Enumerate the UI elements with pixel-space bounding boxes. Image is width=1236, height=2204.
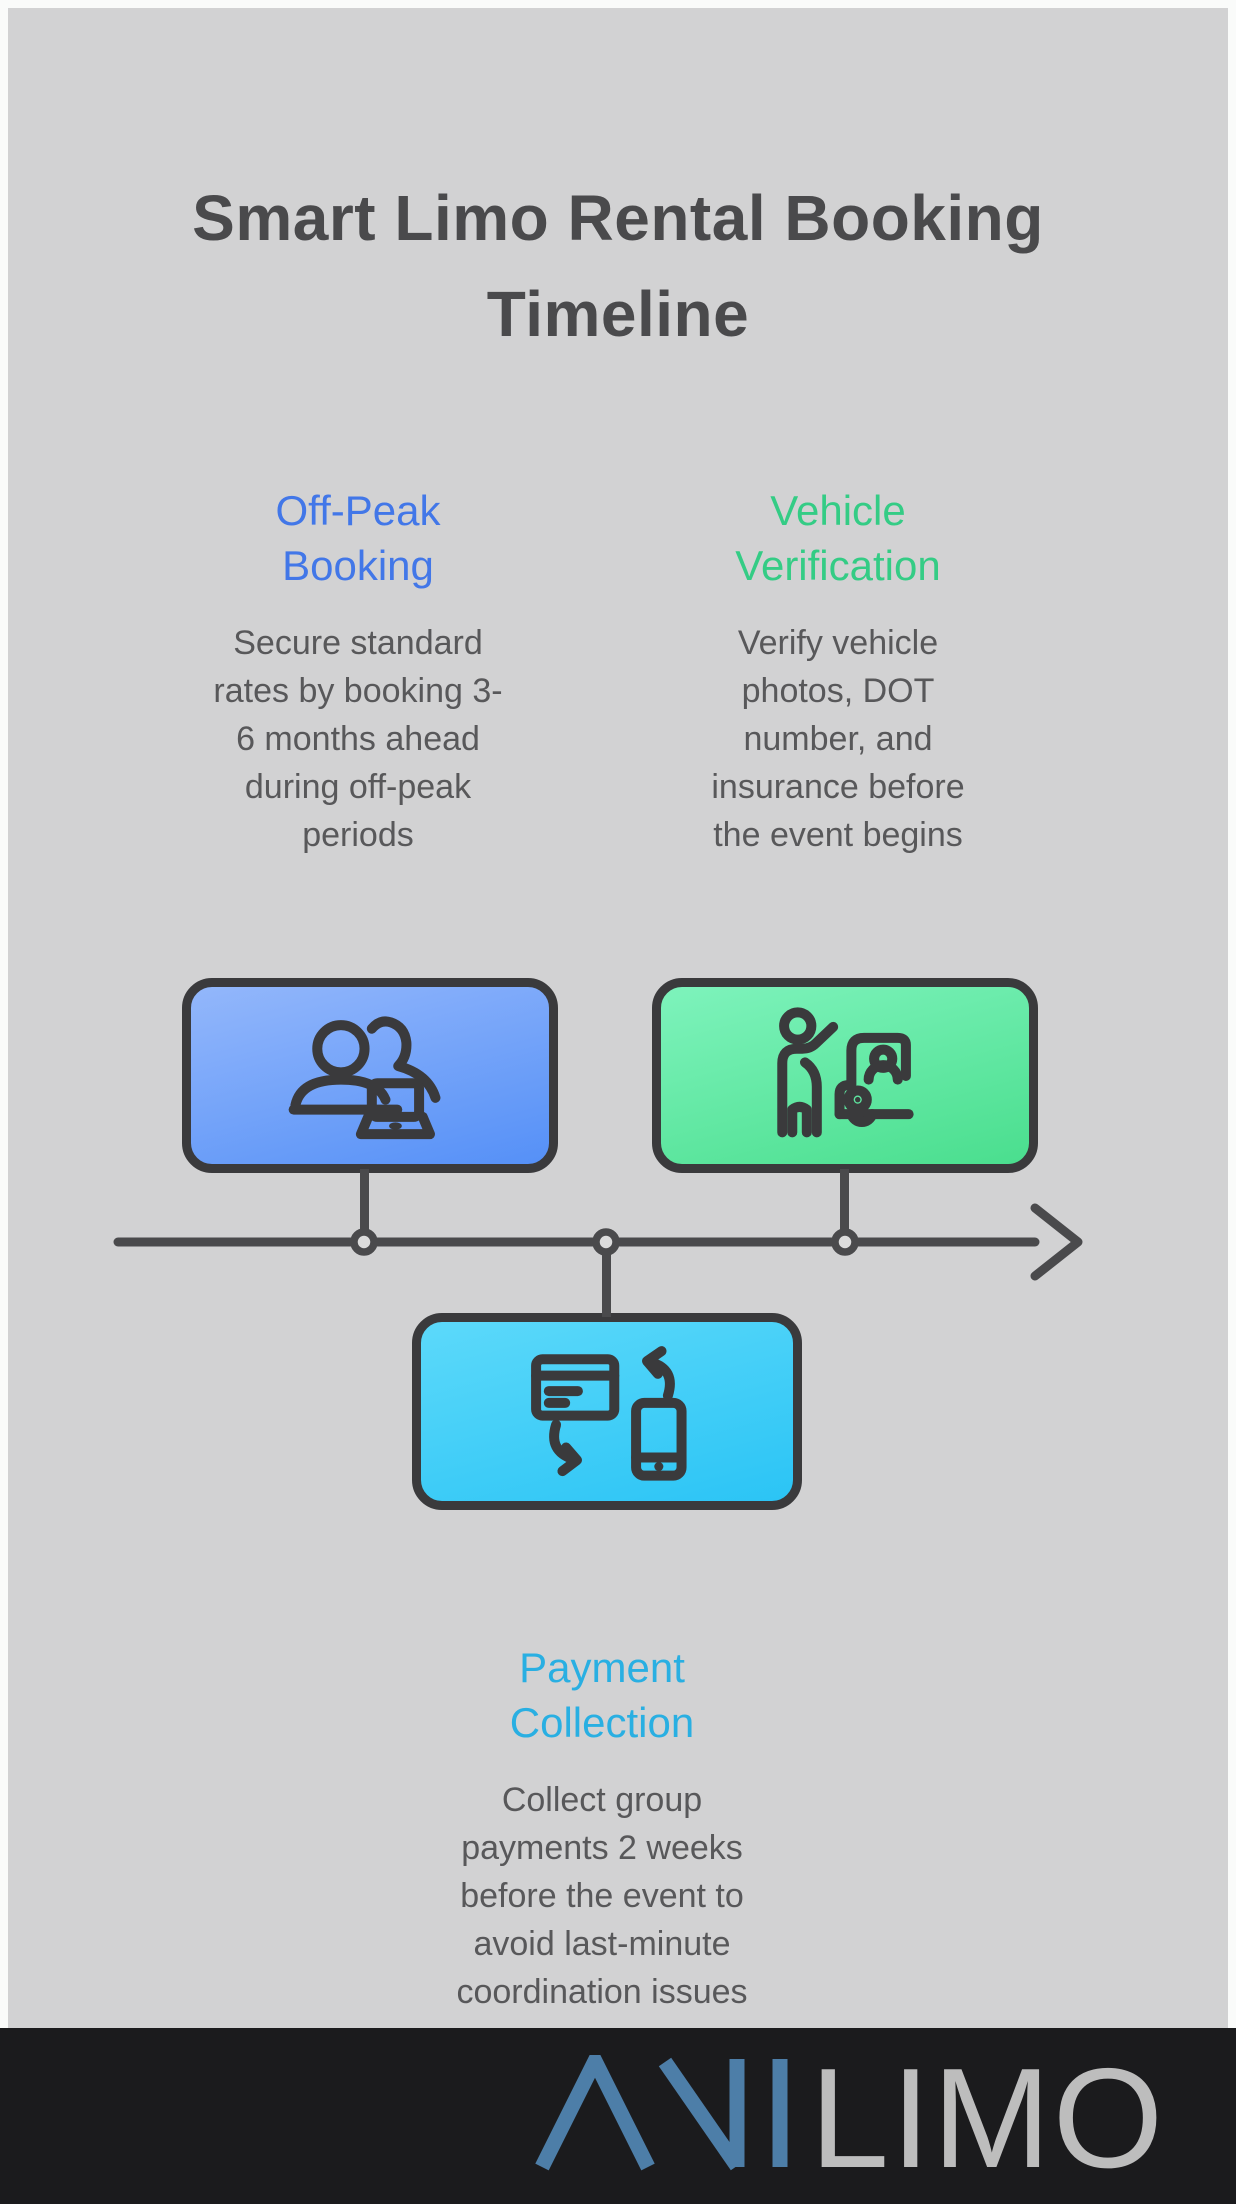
timeline-node-2 bbox=[592, 1228, 620, 1256]
timeline-arrow-icon bbox=[1030, 1203, 1083, 1281]
step-description: Secure standard rates by booking 3-6 mon… bbox=[213, 624, 503, 854]
step-description: Collect group payments 2 weeks before th… bbox=[456, 1781, 748, 2011]
logo-primary-glyphs bbox=[535, 2055, 788, 2171]
card-phone-transfer-icon bbox=[531, 1345, 687, 1481]
footer-bar: LIMO bbox=[0, 2028, 1236, 2204]
step-description: Verify vehicle photos, DOT number, and i… bbox=[711, 624, 965, 854]
step-heading: Vehicle Verification bbox=[735, 487, 941, 589]
connector-line bbox=[360, 1169, 369, 1242]
vehicle-verification-box bbox=[652, 978, 1038, 1173]
payment-collection-box bbox=[412, 1313, 802, 1510]
timeline-axis bbox=[113, 1203, 1083, 1281]
driver-vehicle-icon bbox=[777, 1006, 914, 1137]
connector-line bbox=[840, 1169, 849, 1242]
step-off-peak-booking: Off-Peak Booking Secure standard rates b… bbox=[208, 483, 508, 859]
page-title-line1: Smart Limo Rental Booking bbox=[192, 182, 1044, 254]
anilimo-logo: LIMO bbox=[535, 2055, 1165, 2173]
logo-secondary-text: LIMO bbox=[810, 2055, 1165, 2173]
step-payment-collection: Payment Collection Collect group payment… bbox=[432, 1640, 772, 2016]
connector-line bbox=[602, 1242, 611, 1317]
page-title-line2: Timeline bbox=[486, 278, 750, 350]
timeline-node-1 bbox=[350, 1228, 378, 1256]
step-vehicle-verification: Vehicle Verification Verify vehicle phot… bbox=[688, 483, 988, 859]
timeline-node-3 bbox=[831, 1228, 859, 1256]
page-title: Smart Limo Rental Booking Timeline bbox=[158, 170, 1078, 362]
step-heading: Payment Collection bbox=[509, 1644, 695, 1746]
off-peak-booking-box bbox=[182, 978, 558, 1173]
group-booking-laptop-icon bbox=[288, 1015, 441, 1139]
step-heading: Off-Peak Booking bbox=[275, 487, 441, 589]
